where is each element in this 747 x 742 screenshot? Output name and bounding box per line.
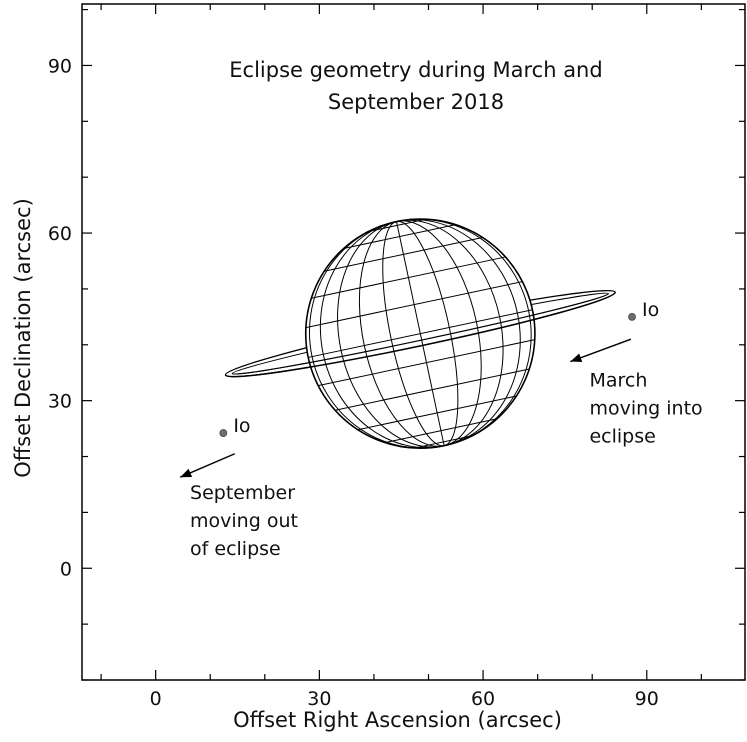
- annotation-line: moving into: [589, 398, 702, 420]
- parallel-line: [318, 339, 535, 387]
- x-tick-label: 30: [307, 688, 331, 710]
- parallel-line: [305, 281, 523, 329]
- annotation-line: of eclipse: [190, 538, 281, 560]
- chart-marks: [179, 312, 636, 478]
- axis-ticks: [82, 4, 745, 681]
- annotation-line: eclipse: [589, 426, 655, 448]
- x-axis-label: Offset Right Ascension (arcsec): [233, 708, 562, 732]
- annotation-line: moving out: [190, 510, 298, 532]
- y-tick-label: 0: [60, 558, 72, 580]
- y-tick-label: 30: [48, 391, 72, 413]
- parallel-line: [324, 237, 483, 272]
- motion-arrow-head: [570, 353, 583, 362]
- annotation-line: September: [190, 482, 295, 504]
- parallel-line: [343, 224, 456, 249]
- parallel-line: [311, 256, 506, 299]
- x-tick-label: 90: [635, 688, 659, 710]
- parallel-line: [368, 218, 427, 233]
- y-axis-label: Offset Declination (arcsec): [11, 198, 35, 478]
- y-tick-label: 60: [48, 223, 72, 245]
- planet-with-rings: [224, 218, 616, 450]
- chart-title-line: September 2018: [328, 90, 504, 114]
- x-tick-label: 60: [471, 688, 495, 710]
- io-point: [628, 312, 636, 321]
- io-label: Io: [233, 415, 250, 437]
- parallel-line: [414, 435, 473, 449]
- globe-grid: [305, 218, 535, 449]
- plot-frame: [81, 3, 746, 681]
- io-label: Io: [642, 299, 659, 321]
- planet-globe: [304, 218, 536, 450]
- parallel-line: [308, 309, 533, 358]
- ring-front: [224, 292, 616, 378]
- parallel-line: [384, 418, 498, 444]
- chart-title-line: Eclipse geometry during March and: [229, 58, 602, 82]
- x-tick-label: 0: [150, 688, 162, 710]
- annotation-line: March: [589, 370, 647, 392]
- ring-front-inner: [231, 293, 609, 375]
- parallel-line: [335, 368, 530, 411]
- io-point: [219, 429, 228, 437]
- y-tick-label: 90: [48, 55, 72, 77]
- parallel-line: [357, 395, 517, 431]
- motion-arrow-head: [180, 468, 193, 478]
